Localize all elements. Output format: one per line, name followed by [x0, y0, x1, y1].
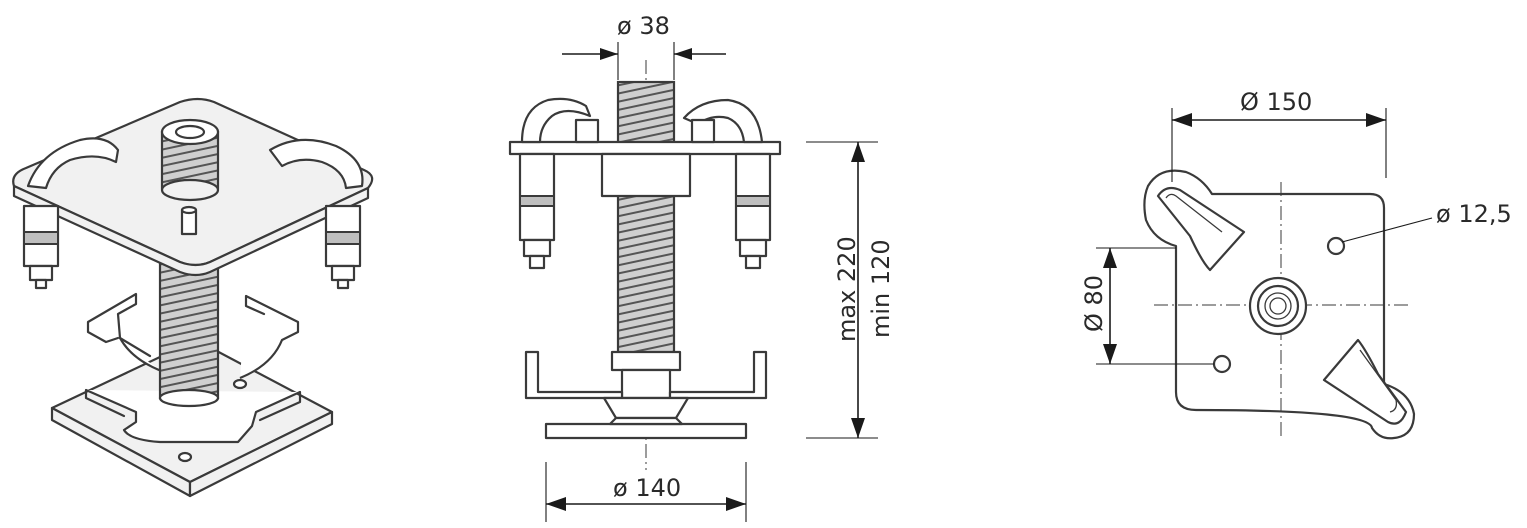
- dim-height: max 220 min 120: [806, 141, 895, 439]
- dim-base-diameter: ø 140: [545, 462, 747, 522]
- label-hole-diameter: ø 12,5: [1436, 200, 1512, 228]
- iso-hooks: [26, 137, 364, 190]
- front-threaded-rod: [616, 80, 676, 356]
- iso-lower-cage: [84, 292, 302, 444]
- dim-hole-diameter: ø 12,5: [1341, 200, 1512, 243]
- dim-plate-width: Ø 150: [1171, 88, 1387, 182]
- front-lower-cage: [524, 350, 768, 420]
- dim-rod-diameter: ø 38: [562, 12, 726, 80]
- front-view: ø 38 ø 140 max 220 min 120: [508, 12, 895, 522]
- top-central-nut: [1248, 276, 1308, 336]
- label-height-min: min 120: [867, 239, 895, 338]
- iso-rod-top: [160, 118, 220, 236]
- hole-upper-right: [1326, 236, 1346, 256]
- iso-bolts: [22, 204, 362, 290]
- label-base-diameter: ø 140: [613, 474, 681, 502]
- label-plate-width: Ø 150: [1240, 88, 1312, 116]
- dim-hole-spacing: Ø 80: [1080, 247, 1214, 365]
- label-rod-diameter: ø 38: [617, 12, 670, 40]
- front-top-plate: [508, 140, 782, 156]
- front-hook-right: [682, 98, 764, 144]
- front-bolts: [518, 152, 772, 270]
- isometric-view: [12, 97, 374, 498]
- label-height-max: max 220: [833, 236, 861, 342]
- top-view: Ø 150 Ø 80 ø 12,5: [1080, 88, 1512, 440]
- front-hook-left: [520, 97, 592, 144]
- hole-lower-left: [1212, 354, 1232, 374]
- front-base-plate: [544, 422, 748, 440]
- label-hole-spacing: Ø 80: [1080, 275, 1108, 332]
